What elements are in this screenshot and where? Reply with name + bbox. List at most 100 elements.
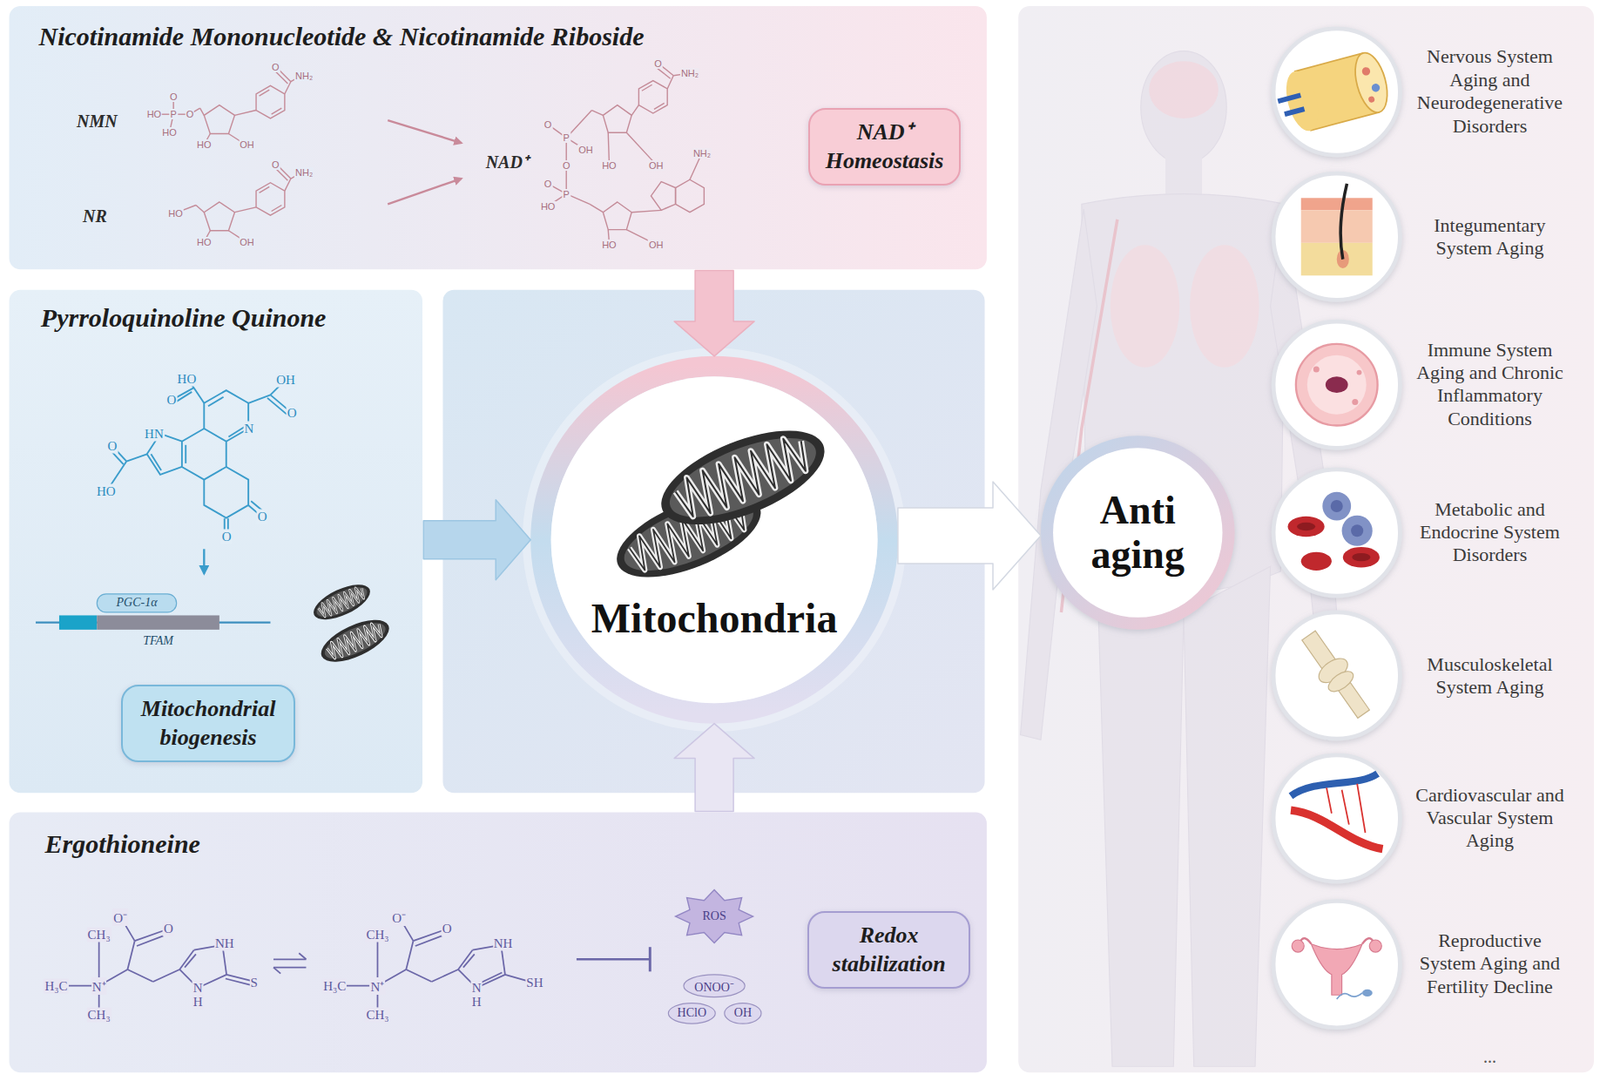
pqq-structure — [228, 426, 245, 438]
blood-cell-icon — [1301, 552, 1332, 571]
atom-label: O — [270, 61, 281, 73]
pqq-structure — [194, 387, 205, 404]
atom-label: H₃C — [43, 978, 68, 993]
pqq-structure — [208, 397, 224, 407]
reproductive-icon — [1369, 939, 1382, 952]
species-label: ROS — [701, 909, 727, 924]
bone-icon — [1324, 667, 1357, 696]
mitochondrion-icon — [315, 611, 395, 671]
atom-label: CH₃ — [364, 1006, 390, 1022]
nad-structure — [602, 202, 632, 230]
flow-arrow — [897, 481, 1041, 590]
atom-label: HO — [195, 236, 213, 248]
atom-label: N — [471, 980, 483, 996]
atom-label: H — [471, 994, 483, 1010]
skin-icon — [1301, 243, 1373, 276]
anti-aging-hub: Anti aging — [1040, 435, 1236, 630]
ros-burst — [668, 1003, 716, 1024]
box-label: NAD⁺ Homeostasis — [820, 118, 950, 176]
nad-structure — [592, 110, 604, 116]
nad-structure — [631, 209, 662, 212]
blood-cell-icon — [1288, 516, 1325, 537]
pqq-structure — [108, 378, 291, 574]
bone-icon — [1295, 626, 1378, 724]
ergothioneine-structures — [648, 946, 652, 972]
species-label: ONOO⁻ — [693, 977, 735, 994]
gene-diagram — [35, 594, 271, 630]
atom-label: O — [185, 108, 196, 120]
vessel-icon — [1290, 810, 1383, 850]
atom-label: N — [243, 421, 255, 437]
compound-label: NMN — [75, 111, 119, 132]
anti-aging-hub — [1040, 435, 1236, 630]
atom-label: HO — [195, 139, 213, 150]
gene-diagram — [59, 614, 97, 629]
nad-structure — [626, 132, 653, 162]
pqq-structure — [248, 394, 271, 403]
system-circle — [1273, 28, 1400, 156]
mitochondria-ring — [522, 348, 907, 733]
vessel-icon — [1290, 773, 1383, 850]
pqq-structure — [182, 428, 227, 480]
system-label: Metabolic and Endocrine System Disorders — [1408, 498, 1572, 568]
atom-label: H₃C — [322, 978, 347, 993]
nmn-nr-structures — [203, 165, 300, 241]
blood-cell-icon — [1322, 492, 1351, 521]
immune-cell-icon — [1307, 355, 1367, 415]
gene-diagram — [96, 594, 176, 613]
atom-label: O — [441, 921, 453, 937]
panel-background — [7, 5, 988, 271]
panel-title: Pyrroloquinoline Quinone — [40, 303, 327, 332]
system-circle: Cardiovascular and Vascular System Aging — [1273, 755, 1400, 882]
system-circle: Immune System Aging and Chronic Inflamma… — [1273, 321, 1400, 448]
atom-label: NH — [214, 935, 236, 951]
panel-background — [7, 810, 988, 1074]
atom-label: O — [543, 119, 554, 130]
atom-label: N⁺ — [91, 977, 108, 995]
atom-label: O — [543, 178, 554, 190]
gene-diagram — [96, 614, 220, 629]
gene-label: TFAM — [141, 634, 175, 649]
ergothioneine-structures — [337, 918, 506, 1013]
atom-label: O — [162, 921, 175, 937]
illustration — [7, 5, 1595, 1074]
atom-label: O — [106, 438, 118, 453]
vessel-icon — [1326, 783, 1366, 833]
mitochondria-ring — [540, 366, 888, 714]
reproductive-icon — [1291, 938, 1382, 1000]
nad-structure — [602, 105, 632, 134]
nad-structure — [607, 132, 609, 163]
system-label: Reproductive System Aging and Fertility … — [1408, 930, 1572, 1000]
nad-structure — [638, 81, 668, 114]
system-circle — [1273, 900, 1400, 1027]
system-circle: Reproductive System Aging and Fertility … — [1273, 900, 1400, 1027]
atom-label: N — [192, 980, 204, 996]
nmn-nr-structures — [154, 67, 462, 240]
pqq-structure — [175, 391, 193, 403]
nad-structure — [655, 67, 670, 79]
ergothioneine-structures — [225, 978, 250, 986]
system-label: Cardiovascular and Vascular System Aging — [1408, 783, 1572, 853]
nad-structure — [641, 84, 653, 91]
atom-label: O⁻ — [112, 908, 129, 926]
box-label: Mitochondrial biogenesis — [133, 695, 283, 752]
ergothioneine-structures — [273, 958, 306, 960]
body-silhouette — [1189, 244, 1260, 368]
body-silhouette — [1110, 244, 1181, 368]
pqq-structure — [203, 390, 249, 442]
blood-cell-icon — [1350, 524, 1364, 537]
mitochondria-ring — [522, 348, 907, 733]
atom-label: SH — [525, 975, 544, 991]
pqq-structure — [202, 548, 205, 574]
ros-burst — [683, 974, 745, 998]
nad-structure — [631, 105, 639, 116]
mitochondrion-icon — [308, 577, 395, 671]
nmn-nr-structures — [200, 108, 205, 115]
reproductive-icon — [1291, 939, 1304, 952]
mitochondria-ring: Mitochondria — [530, 356, 898, 724]
nerve-icon — [1284, 108, 1305, 115]
immune-cell-icon — [1296, 344, 1378, 426]
species-label: OH — [733, 1005, 753, 1020]
skin-icon — [1340, 183, 1347, 260]
